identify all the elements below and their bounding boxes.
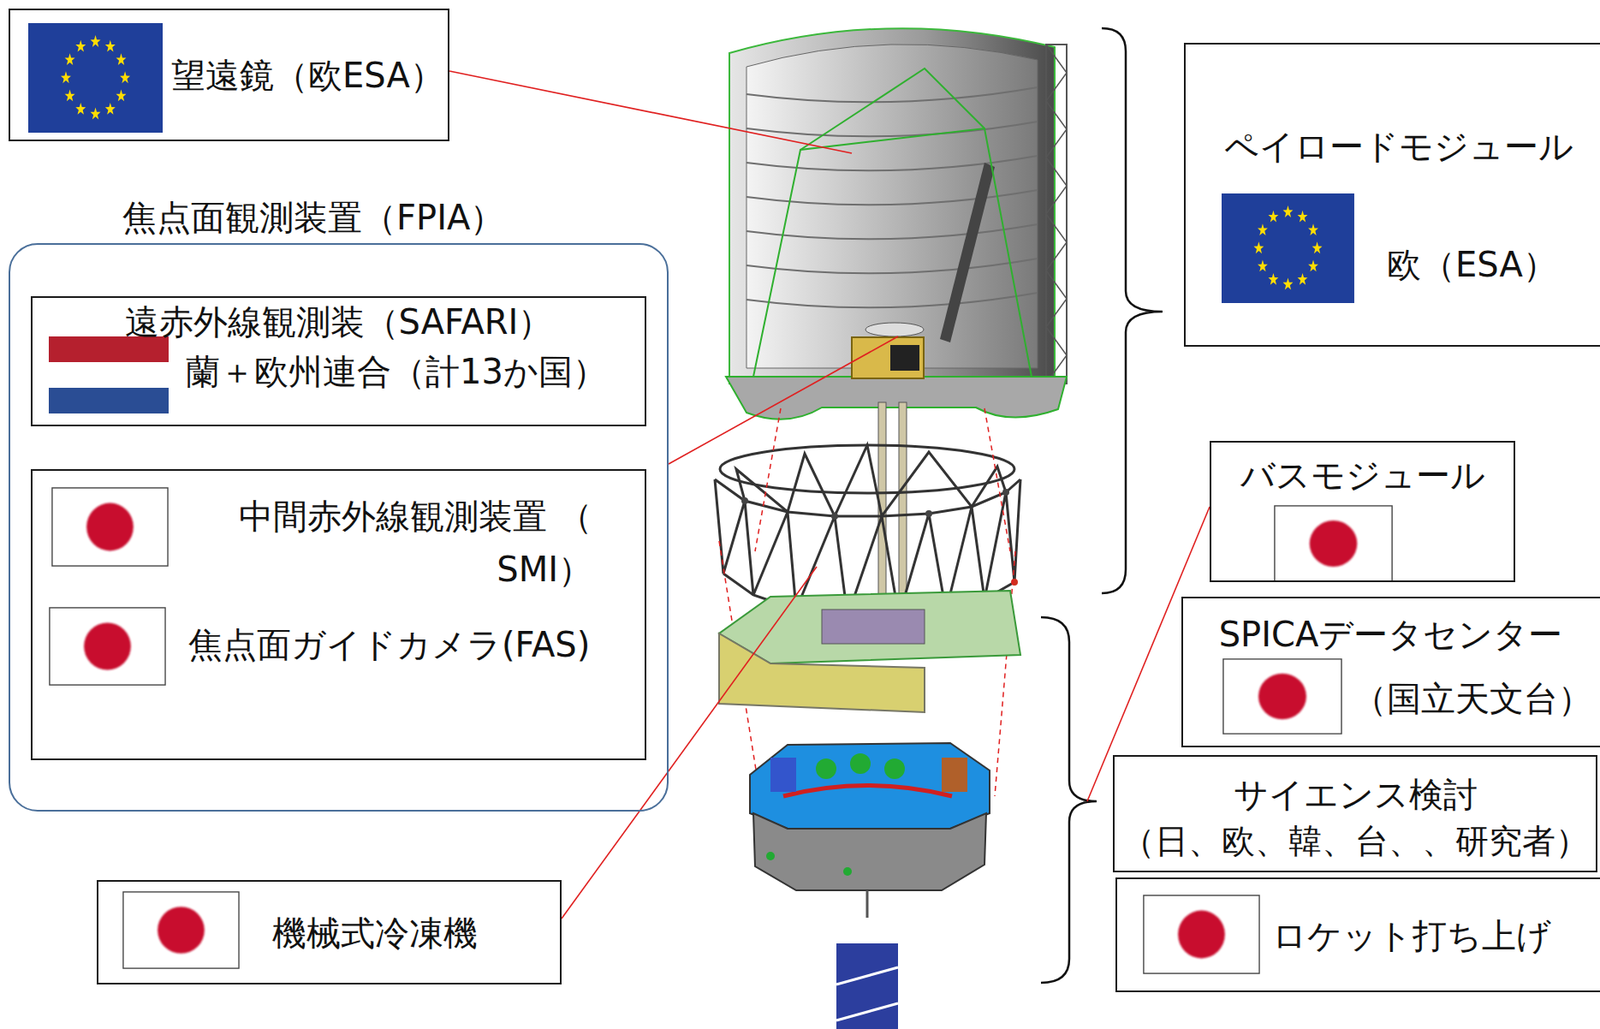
bus-unit: [941, 757, 968, 792]
truss-strut: [736, 445, 1006, 517]
bus-tank: [815, 758, 837, 780]
assembly-dash: [984, 408, 1011, 552]
box-sublabel: （日、欧、韓、台、、研究者）: [1121, 821, 1589, 863]
telescope-cavity: [746, 44, 1038, 369]
eu-flag: [28, 23, 163, 133]
box-label: ペイロードモジュール: [1224, 125, 1574, 167]
column: [898, 402, 907, 601]
solar-panel: [836, 943, 899, 1029]
lattice-strip: [1046, 44, 1067, 384]
truss-joint: [831, 512, 839, 520]
bus-body: [749, 743, 990, 918]
truss-joint: [741, 488, 1018, 586]
box-label: 中間赤外線観測装置 （ SMI）: [207, 489, 593, 596]
baffle: [746, 292, 1038, 308]
bus-module-box: バスモジュール: [1209, 440, 1516, 583]
cooler-panel: [719, 633, 925, 713]
leader-line: [561, 566, 817, 919]
box-label: 機械式冷凍機: [272, 912, 478, 954]
truss: [714, 445, 1021, 617]
leader-line: [449, 71, 1210, 919]
bus-detail: [783, 785, 952, 798]
data-center-box: SPICAデータセンター （国立天文台）: [1181, 596, 1600, 748]
truss-joint: [1002, 488, 1010, 496]
solar-panel: [836, 943, 899, 1029]
box-sublabel: 欧（ESA）: [1386, 243, 1558, 286]
box-label: ロケット打ち上げ: [1272, 915, 1552, 957]
box-label: SPICAデータセンター: [1219, 613, 1564, 655]
payload-module-box: ペイロードモジュール欧（ESA）: [1183, 42, 1600, 347]
bus-detail: [843, 867, 852, 876]
japan-instrument-box: 中間赤外線観測装置 （ SMI） 焦点面ガイドカメラ(FAS): [30, 469, 647, 761]
truss-joint: [741, 497, 749, 505]
baffle: [746, 121, 1038, 137]
solar-panel: [836, 967, 899, 985]
instrument-group: 焦点面観測装置（FPIA） 遠赤外線観測装（SAFARI） 蘭＋欧州連合（計13か国…: [8, 195, 669, 812]
cooler-box: 機械式冷凍機: [96, 880, 562, 985]
telescope-shell: [729, 28, 1055, 384]
bus-detail: [766, 851, 775, 861]
bus-plate: [821, 609, 925, 644]
solar-panel: [836, 1003, 899, 1021]
leader-line: [449, 71, 852, 154]
eu-flag: [1221, 193, 1355, 304]
box-label: 望遠鏡（欧ESA）: [171, 54, 445, 96]
brace: [1101, 28, 1163, 594]
box-label: 焦点面観測装置（FPIA）: [122, 196, 505, 238]
bus-tank: [884, 758, 905, 780]
bus-tank: [850, 753, 871, 774]
launch-box: ロケット打ち上げ: [1115, 877, 1600, 993]
box-sublabel: 焦点面ガイドカメラ(FAS): [188, 624, 590, 666]
baffle: [746, 258, 1038, 274]
bus-plate: [719, 590, 1021, 664]
telescope-box: 望遠鏡（欧ESA）: [8, 8, 450, 142]
japan-flag: [1143, 895, 1260, 974]
instrument-block: [851, 337, 924, 379]
japan-flag: [1274, 505, 1392, 582]
science-box: サイエンス検討 （日、欧、韓、台、、研究者）: [1112, 755, 1598, 873]
telescope-base: [725, 376, 1067, 420]
japan-flag: [49, 607, 166, 685]
bus-top: [749, 743, 990, 829]
netherlands-flag: [48, 362, 169, 388]
truss-ring: [714, 479, 1021, 517]
safari-box: 遠赤外線観測装（SAFARI） 蘭＋欧州連合（計13か国）: [30, 296, 647, 427]
assembly-dash: [994, 551, 1016, 797]
box-sublabel: （国立天文台）: [1352, 678, 1593, 720]
telescope: [725, 28, 1067, 420]
lattice-strip: [1046, 44, 1067, 384]
japan-flag: [52, 487, 168, 566]
bus-plate: [719, 590, 1021, 713]
japan-flag: [123, 892, 239, 969]
frame-line: [800, 68, 985, 150]
box-sublabel: 蘭＋欧州連合（計13か国）: [185, 350, 607, 393]
leader-line: [668, 336, 899, 464]
netherlands-flag: [48, 387, 169, 414]
box-label: サイエンス検討: [1233, 773, 1478, 815]
mirror-support: [939, 162, 995, 343]
assembly-dash: [755, 408, 781, 552]
box-label: バスモジュール: [1240, 454, 1486, 496]
baffle: [746, 224, 1038, 239]
truss-joint: [925, 510, 933, 518]
bus-unit: [770, 757, 797, 792]
antenna: [866, 890, 869, 918]
leader-line: [1087, 506, 1210, 802]
bus-side: [753, 813, 987, 891]
truss-ring: [719, 445, 1015, 494]
japan-flag: [1223, 659, 1342, 734]
instrument-block: [890, 344, 920, 371]
box-label: 遠赤外線観測装（SAFARI）: [124, 301, 554, 343]
mirror-disk: [865, 322, 924, 337]
